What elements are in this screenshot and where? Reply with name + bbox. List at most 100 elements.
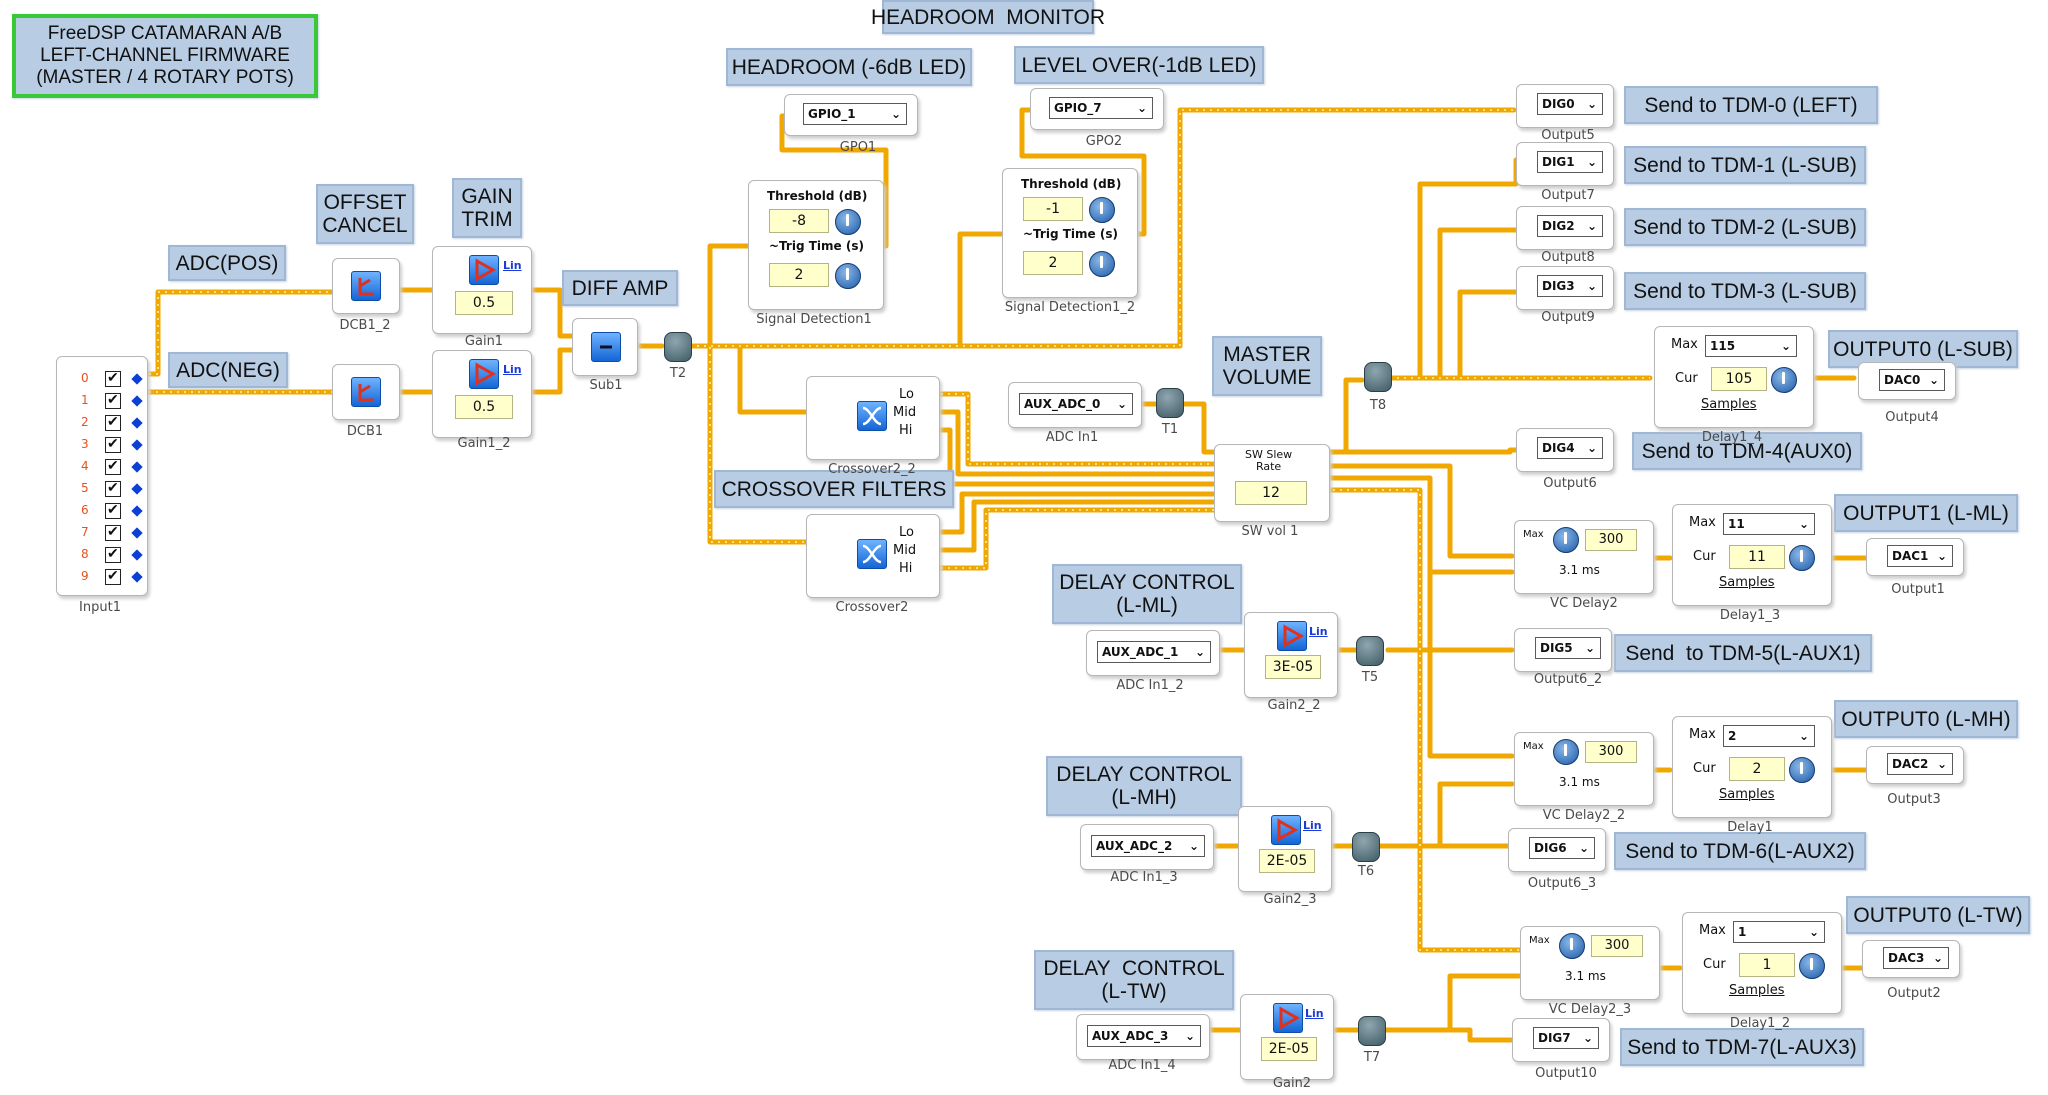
output5-select[interactable]: DIG0⌄ (1537, 93, 1603, 115)
output-pin[interactable] (131, 505, 143, 517)
gain2-block[interactable]: Lin 2E-05 (1240, 994, 1334, 1080)
output7-block[interactable]: DIG1⌄ (1516, 142, 1614, 186)
delay1-2-cur-value[interactable]: 1 (1739, 953, 1795, 977)
output8-block[interactable]: DIG2⌄ (1516, 206, 1614, 250)
gain2-2-block[interactable]: Lin 3E-05 (1244, 612, 1338, 698)
input1-channel-checkbox[interactable] (105, 567, 121, 585)
output6-2-select[interactable]: DIG5⌄ (1535, 637, 1601, 659)
output9-select[interactable]: DIG3⌄ (1537, 275, 1603, 297)
t8-node[interactable] (1364, 362, 1392, 392)
gain2-2-value[interactable]: 3E-05 (1265, 655, 1321, 679)
sigdet1-2-threshold-value[interactable]: -1 (1023, 197, 1083, 221)
delay-knob-icon[interactable] (1799, 953, 1825, 979)
signal-detection1-2-block[interactable]: Threshold (dB) -1 ~Trig Time (s) 2 (1002, 168, 1138, 298)
input1-channel-checkbox[interactable] (105, 369, 121, 387)
output6-2-block[interactable]: DIG5⌄ (1514, 628, 1612, 672)
adc-in1-block[interactable]: AUX_ADC_0⌄ (1008, 382, 1142, 428)
output-pin[interactable] (131, 395, 143, 407)
delay1-3-block[interactable]: Max 11⌄ Cur 11 Samples (1672, 504, 1832, 606)
output6-select[interactable]: DIG4⌄ (1537, 437, 1603, 459)
vc-delay-knob-icon[interactable] (1553, 527, 1579, 553)
gain1-2-value[interactable]: 0.5 (455, 395, 513, 419)
input1-channel-checkbox[interactable] (105, 457, 121, 475)
delay1-2-samples-link[interactable]: Samples (1729, 983, 1785, 998)
gpo1-select[interactable]: GPIO_1⌄ (803, 103, 907, 125)
signal-detection1-block[interactable]: Threshold (dB) -8 ~Trig Time (s) 2 (748, 180, 884, 310)
gain2-value[interactable]: 2E-05 (1261, 1037, 1317, 1061)
threshold-knob-icon[interactable] (835, 209, 861, 235)
vc-delay2-2-value[interactable]: 300 (1585, 741, 1637, 763)
adc-in1-3-block[interactable]: AUX_ADC_2⌄ (1080, 824, 1214, 870)
output10-block[interactable]: DIG7⌄ (1512, 1018, 1610, 1062)
delay1-4-samples-link[interactable]: Samples (1701, 397, 1757, 412)
gain2-3-lin-link[interactable]: Lin (1303, 819, 1322, 832)
input1-block[interactable]: 0123456789 (56, 356, 148, 596)
output3-select[interactable]: DAC2⌄ (1887, 753, 1953, 775)
dcb1-block[interactable] (332, 364, 400, 420)
delay1-cur-value[interactable]: 2 (1729, 757, 1785, 781)
input1-channel-checkbox[interactable] (105, 413, 121, 431)
vc-delay-knob-icon[interactable] (1559, 933, 1585, 959)
sigdet1-trig-value[interactable]: 2 (769, 263, 829, 287)
crossover2-2-block[interactable]: Lo Mid Hi (806, 376, 940, 460)
sigdet1-2-trig-value[interactable]: 2 (1023, 251, 1083, 275)
delay1-block[interactable]: Max 2⌄ Cur 2 Samples (1672, 716, 1832, 818)
gpo2-block[interactable]: GPIO_7⌄ (1030, 88, 1164, 130)
delay1-2-block[interactable]: Max 1⌄ Cur 1 Samples (1682, 912, 1842, 1014)
output9-block[interactable]: DIG3⌄ (1516, 266, 1614, 310)
output-pin[interactable] (131, 461, 143, 473)
vc-delay2-3-value[interactable]: 300 (1591, 935, 1643, 957)
delay1-max-select[interactable]: 2⌄ (1723, 725, 1815, 747)
vc-delay2-3-block[interactable]: Max 300 3.1 ms (1520, 926, 1660, 1000)
output2-block[interactable]: DAC3⌄ (1862, 940, 1960, 978)
output7-select[interactable]: DIG1⌄ (1537, 151, 1603, 173)
sw-vol1-value[interactable]: 12 (1235, 481, 1307, 505)
output6-block[interactable]: DIG4⌄ (1516, 428, 1614, 472)
output5-block[interactable]: DIG0⌄ (1516, 84, 1614, 128)
gain1-2-block[interactable]: Lin 0.5 (432, 350, 532, 438)
adc-in1-2-select[interactable]: AUX_ADC_1⌄ (1097, 641, 1211, 663)
delay1-3-samples-link[interactable]: Samples (1719, 575, 1775, 590)
t7-node[interactable] (1358, 1016, 1386, 1046)
trig-time-knob-icon[interactable] (1089, 251, 1115, 277)
t5-node[interactable] (1356, 636, 1384, 666)
output-pin[interactable] (131, 527, 143, 539)
output1-select[interactable]: DAC1⌄ (1887, 545, 1953, 567)
delay-knob-icon[interactable] (1789, 545, 1815, 571)
adc-in1-3-select[interactable]: AUX_ADC_2⌄ (1091, 835, 1205, 857)
output10-select[interactable]: DIG7⌄ (1533, 1027, 1599, 1049)
sub1-block[interactable] (572, 318, 638, 376)
adc-in1-4-select[interactable]: AUX_ADC_3⌄ (1087, 1025, 1201, 1047)
vc-delay2-block[interactable]: Max 300 3.1 ms (1514, 520, 1654, 594)
delay1-4-max-select[interactable]: 115⌄ (1705, 335, 1797, 357)
output-pin[interactable] (131, 483, 143, 495)
delay1-2-max-select[interactable]: 1⌄ (1733, 921, 1825, 943)
vc-delay2-2-block[interactable]: Max 300 3.1 ms (1514, 732, 1654, 806)
gain2-2-lin-link[interactable]: Lin (1309, 625, 1328, 638)
gpo1-block[interactable]: GPIO_1⌄ (784, 94, 918, 136)
vc-delay2-value[interactable]: 300 (1585, 529, 1637, 551)
gain2-3-value[interactable]: 2E-05 (1259, 849, 1315, 873)
vc-delay-knob-icon[interactable] (1553, 739, 1579, 765)
output1-block[interactable]: DAC1⌄ (1866, 538, 1964, 576)
input1-channel-checkbox[interactable] (105, 523, 121, 541)
gain2-lin-link[interactable]: Lin (1305, 1007, 1324, 1020)
output2-select[interactable]: DAC3⌄ (1883, 947, 1949, 969)
gain1-2-lin-link[interactable]: Lin (503, 363, 522, 376)
gain1-block[interactable]: Lin 0.5 (432, 246, 532, 334)
input1-channel-checkbox[interactable] (105, 479, 121, 497)
output-pin[interactable] (131, 571, 143, 583)
adc-in1-2-block[interactable]: AUX_ADC_1⌄ (1086, 630, 1220, 676)
output6-3-select[interactable]: DIG6⌄ (1529, 837, 1595, 859)
sw-vol1-block[interactable]: SW Slew Rate 12 (1214, 444, 1330, 522)
output-pin[interactable] (131, 439, 143, 451)
gain1-lin-link[interactable]: Lin (503, 259, 522, 272)
dcb1-2-block[interactable] (332, 258, 400, 314)
gain2-3-block[interactable]: Lin 2E-05 (1238, 806, 1332, 892)
output6-3-block[interactable]: DIG6⌄ (1508, 828, 1606, 872)
output3-block[interactable]: DAC2⌄ (1866, 746, 1964, 784)
output4-select[interactable]: DAC0⌄ (1879, 369, 1945, 391)
delay1-4-cur-value[interactable]: 105 (1711, 367, 1767, 391)
threshold-knob-icon[interactable] (1089, 197, 1115, 223)
